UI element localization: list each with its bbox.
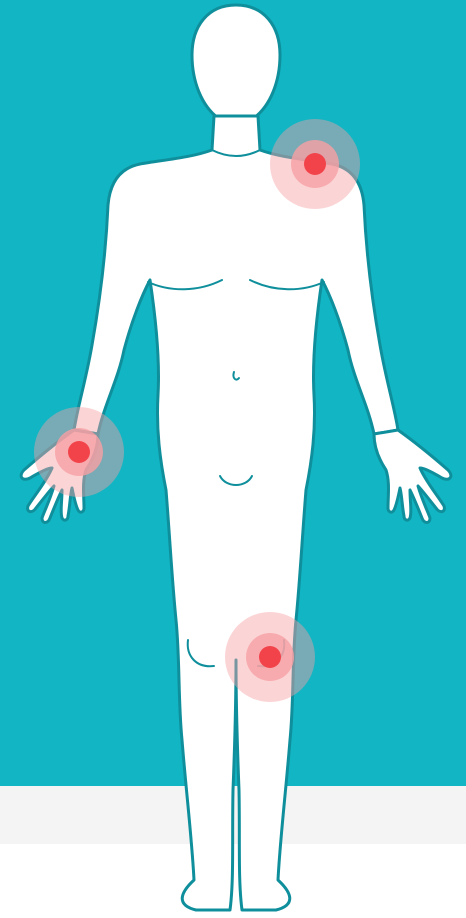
pain-marker-icon — [225, 612, 315, 702]
pain-marker-icon — [34, 407, 124, 497]
pain-marker-icon — [270, 119, 360, 209]
head — [192, 5, 280, 123]
